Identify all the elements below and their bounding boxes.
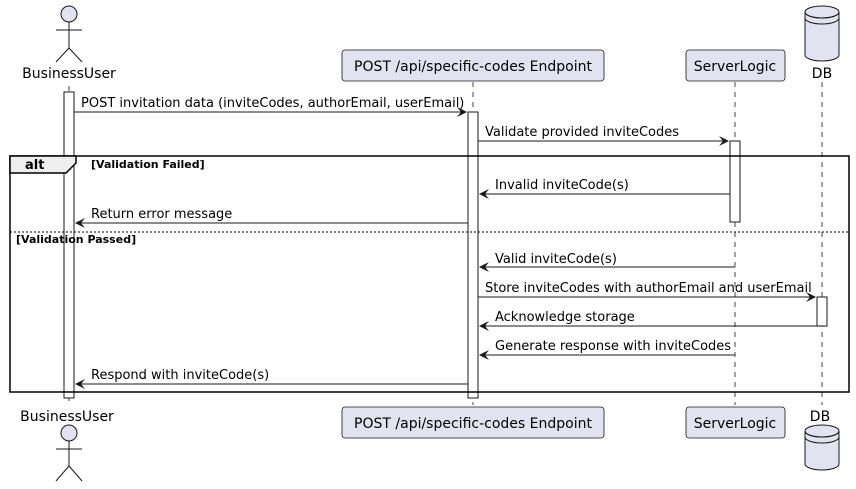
guard-validation-passed: [Validation Passed] [16, 233, 136, 246]
lifelines [68, 82, 823, 405]
message-label-8: Generate response with inviteCodes [495, 339, 731, 354]
alt-keyword: alt [25, 158, 44, 173]
participant-label-endpoint-top: POST /api/specific-codes Endpoint [354, 59, 592, 75]
participant-label-db-top: DB [812, 66, 832, 82]
participants-top: BusinessUser POST /api/specific-codes En… [22, 5, 840, 82]
message-label-6: Store inviteCodes with authorEmail and u… [485, 281, 812, 296]
message-label-9: Respond with inviteCode(s) [91, 368, 269, 383]
message-label-2: Validate provided inviteCodes [485, 125, 679, 140]
participant-label-server-logic-bottom: ServerLogic [694, 416, 777, 432]
participants-bottom: BusinessUser POST /api/specific-codes En… [20, 406, 840, 482]
database-icon-bottom [804, 424, 840, 471]
participant-box-endpoint-bottom [341, 406, 605, 439]
messages [74, 107, 817, 389]
participant-box-endpoint-top [341, 49, 605, 82]
activation-business-user [63, 91, 75, 399]
actor-head-icon [60, 424, 78, 442]
message-label-7: Acknowledge storage [495, 310, 635, 325]
database-icon-top [804, 5, 840, 62]
actor-head-icon [60, 5, 78, 23]
participant-label-business-user-bottom: BusinessUser [20, 409, 114, 425]
alt-tab [9, 155, 77, 174]
actor-business-user-top [55, 5, 83, 63]
message-label-4: Return error message [91, 207, 232, 222]
participant-label-business-user-top: BusinessUser [22, 66, 116, 82]
activations [63, 91, 828, 399]
message-label-1: POST invitation data (inviteCodes, autho… [81, 96, 464, 111]
participant-box-server-logic-bottom [685, 406, 786, 439]
participant-label-server-logic-top: ServerLogic [694, 59, 777, 75]
alt-frame [9, 155, 850, 393]
activation-endpoint [467, 111, 479, 399]
activation-db [816, 296, 828, 327]
message-labels: POST invitation data (inviteCodes, autho… [81, 96, 812, 383]
activation-server-logic [729, 140, 741, 223]
actor-business-user-bottom [55, 424, 83, 482]
participant-label-db-bottom: DB [810, 409, 830, 425]
participant-label-endpoint-bottom: POST /api/specific-codes Endpoint [354, 416, 592, 432]
guard-validation-failed: [Validation Failed] [91, 158, 205, 171]
participant-box-server-logic-top [685, 49, 786, 82]
alt-fragment: alt [Validation Failed] [Validation Pass… [9, 155, 850, 393]
message-label-5: Valid inviteCode(s) [495, 252, 617, 267]
message-label-3: Invalid inviteCode(s) [495, 178, 629, 193]
